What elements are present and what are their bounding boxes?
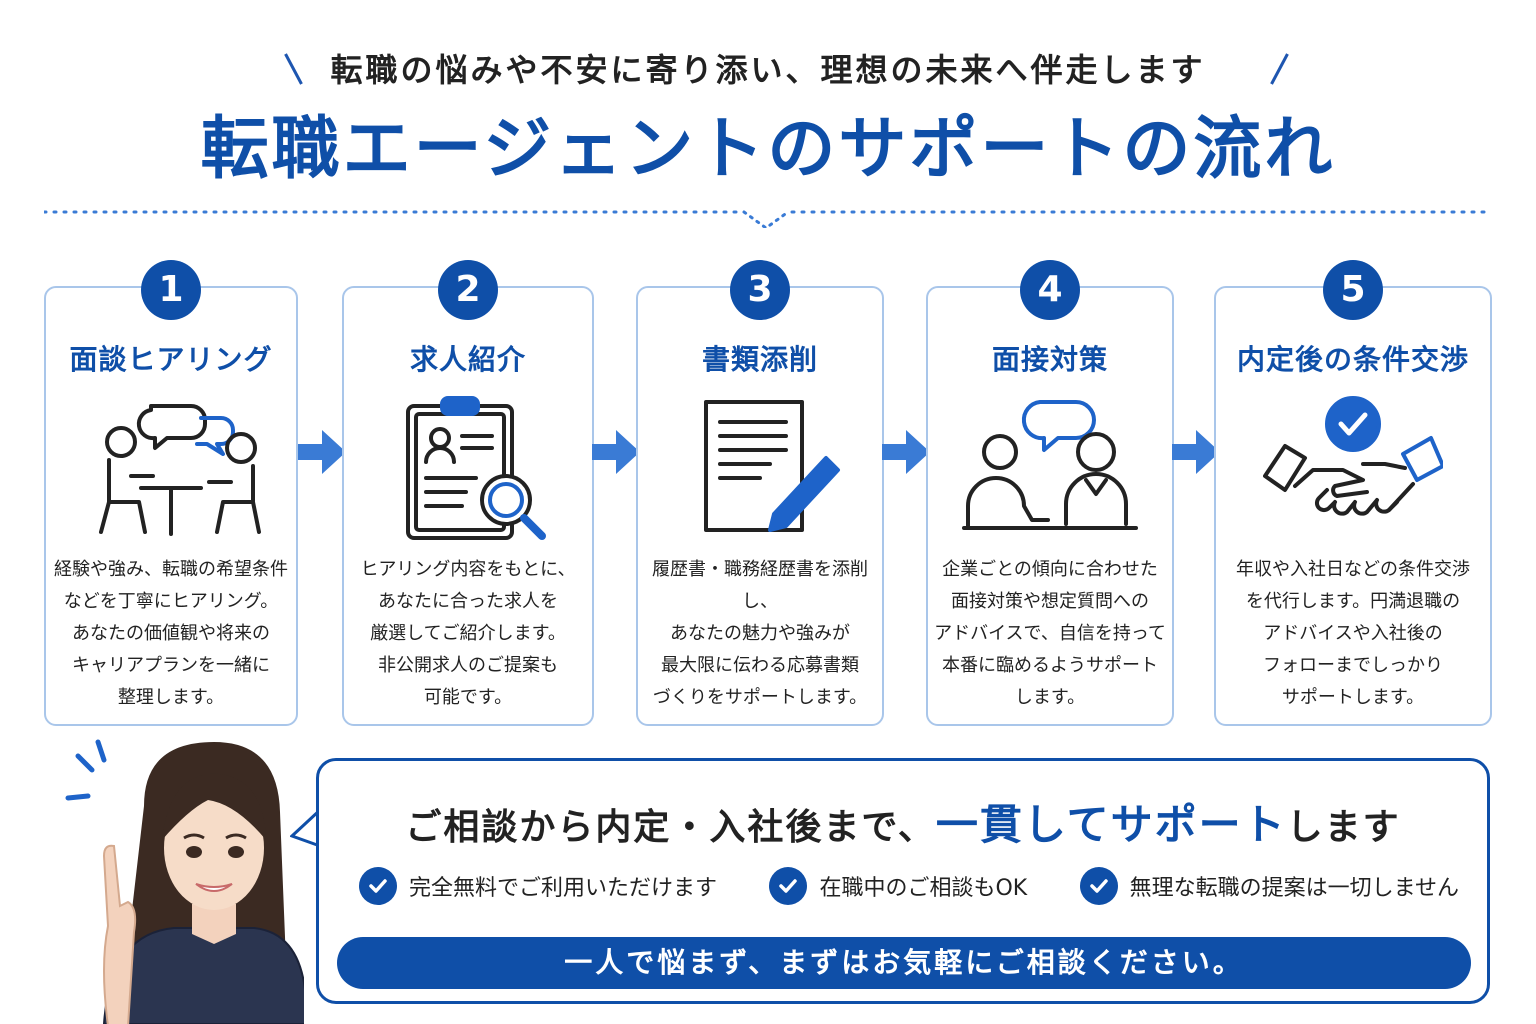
tagline: ご相談から内定・入社後まで、一貫してサポートします <box>405 800 1401 849</box>
slash-decoration-right <box>1270 53 1289 85</box>
step-title: 内定後の条件交渉 <box>1236 343 1469 376</box>
advisor-illustration <box>65 739 304 1024</box>
arrow-right-icon <box>298 430 346 474</box>
step-card-4: 4 面接対策 企業ごとの傾向に合わせた 面接対策や想定質問への アドバイスで、自… <box>926 260 1174 726</box>
step-description: 履歴書・職務経歴書を添削し、 あなたの魅力や強みが 最大限に伝わる応募書類 づく… <box>652 559 868 708</box>
tagline-highlight: 一貫してサポート <box>935 800 1287 849</box>
step-title: 面談ヒアリング <box>69 343 273 376</box>
step-description: 企業ごとの傾向に合わせた 面接対策や想定質問への アドバイスで、自信を持って 本… <box>934 559 1166 708</box>
check-icon <box>1079 867 1118 905</box>
arrow-right-icon <box>1172 430 1220 474</box>
step-card-5: 5 内定後の条件交渉 年収や入社日などの条件交渉 を代行します。円満退職の アド… <box>1214 260 1492 726</box>
handshake-icon <box>1263 396 1443 516</box>
step-title: 書類添削 <box>701 343 818 376</box>
feature-list: 完全無料でご利用いただけます 在職中のご相談もOK 無理な転職の提案は一切しませ… <box>359 867 1459 905</box>
document-pen-icon <box>704 400 840 532</box>
check-icon <box>359 867 397 905</box>
step-number: 1 <box>141 260 201 320</box>
step-card-2: 2 求人紹介 ヒアリング内容をもとに、 あなたに合った求人を 厳選してご紹介しま… <box>342 260 594 726</box>
subtitle: 転職の悩みや不安に寄り添い、理想の未来へ伴走します <box>330 51 1206 89</box>
step-number: 3 <box>730 260 790 320</box>
slash-decoration-left <box>284 53 303 85</box>
step-description: ヒアリング内容をもとに、 あなたに合った求人を 厳選してご紹介します。 非公開求… <box>360 559 576 708</box>
arrow-right-icon <box>592 430 640 474</box>
cta-banner[interactable]: 一人で悩まず、まずはお気軽にご相談ください。 <box>337 937 1471 989</box>
meeting-icon <box>99 404 261 536</box>
step-card-1: 1 面談ヒアリング 経験や強み、転職の希望条件 などを丁寧にヒアリング。 あなた… <box>44 260 298 726</box>
check-icon <box>769 867 808 905</box>
dotted-divider <box>44 210 1492 228</box>
interview-icon <box>962 400 1138 530</box>
feature-item: 在職中のご相談もOK <box>769 867 1027 905</box>
bubble-tail <box>290 808 322 848</box>
step-description: 年収や入社日などの条件交渉 を代行します。円満退職の アドバイスや入社後の フォ… <box>1236 559 1470 708</box>
step-number: 5 <box>1323 260 1383 320</box>
arrow-right-icon <box>882 430 930 474</box>
step-description: 経験や強み、転職の希望条件 などを丁寧にヒアリング。 あなたの価値観や将来の キ… <box>54 559 288 708</box>
clipboard-search-icon <box>406 396 546 540</box>
step-number: 4 <box>1020 260 1080 320</box>
feature-item: 無理な転職の提案は一切しません <box>1079 867 1459 905</box>
page-title: 転職エージェントのサポートの流れ <box>200 110 1336 189</box>
feature-item: 完全無料でご利用いただけます <box>359 867 717 905</box>
summary-bubble: ご相談から内定・入社後まで、一貫してサポートします 完全無料でご利用いただけます… <box>316 758 1490 1004</box>
step-title: 求人紹介 <box>409 343 526 376</box>
sub-header: 転職の悩みや不安に寄り添い、理想の未来へ伴走します <box>0 48 1536 92</box>
step-title: 面接対策 <box>991 343 1108 376</box>
step-number: 2 <box>438 260 498 320</box>
step-card-3: 3 書類添削 履歴書・職務経歴書を添削し、 あなたの魅力や強みが 最大限に伝わる… <box>636 260 884 726</box>
